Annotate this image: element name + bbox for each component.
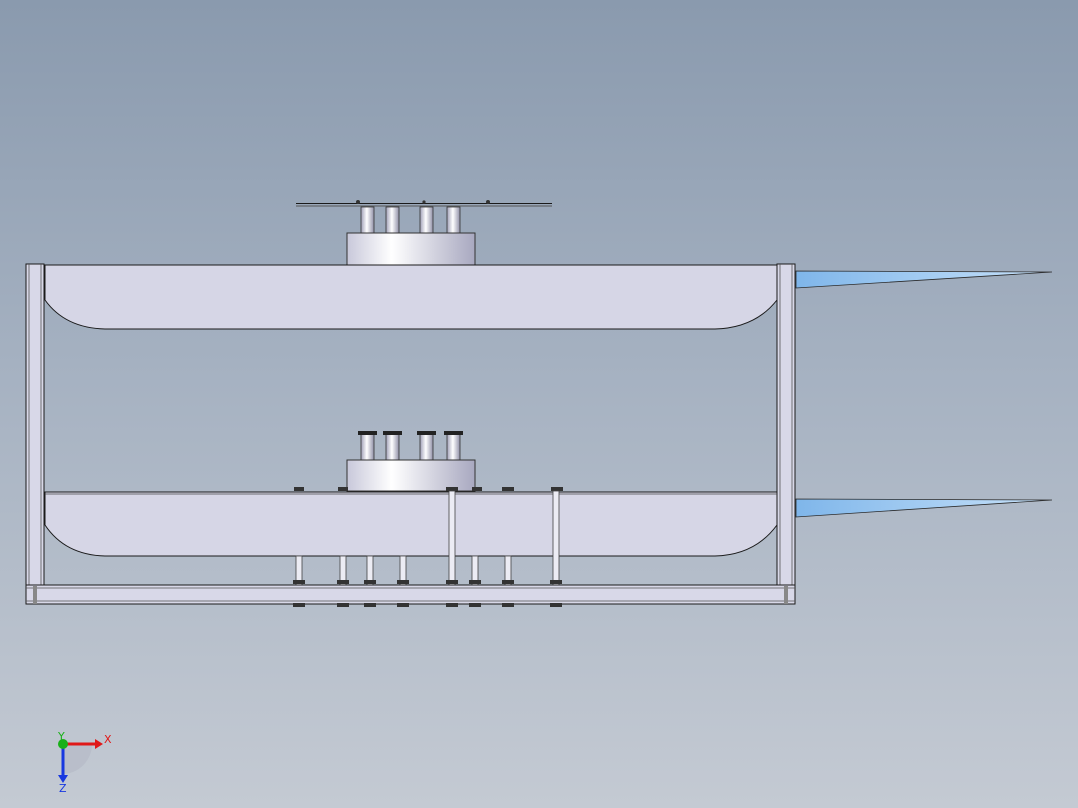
base-frame[interactable] bbox=[25, 584, 796, 605]
middle-manifold-pipes[interactable] bbox=[358, 431, 463, 462]
upper-fin[interactable] bbox=[795, 270, 1053, 289]
lower-tank[interactable] bbox=[44, 491, 778, 557]
middle-manifold-cylinder[interactable] bbox=[346, 459, 476, 492]
lower-fin[interactable] bbox=[795, 498, 1053, 518]
right-frame-post[interactable] bbox=[776, 263, 796, 586]
z-axis-label: Z bbox=[59, 782, 67, 795]
support-legs[interactable] bbox=[295, 555, 512, 587]
leg-nuts bbox=[293, 580, 562, 584]
top-manifold-cylinder[interactable] bbox=[346, 232, 476, 266]
x-axis-label: X bbox=[104, 733, 112, 746]
reference-triad: X Y Z bbox=[57, 730, 112, 795]
y-axis-dot bbox=[58, 739, 68, 749]
base-bolt-heads bbox=[293, 603, 562, 607]
top-manifold-pipes[interactable] bbox=[360, 206, 461, 235]
upper-tank[interactable] bbox=[44, 264, 778, 330]
lower-tank-bolts bbox=[294, 487, 563, 491]
y-axis-label: Y bbox=[57, 730, 65, 743]
top-cap-plate[interactable] bbox=[296, 200, 552, 207]
left-frame-post[interactable] bbox=[25, 263, 45, 586]
